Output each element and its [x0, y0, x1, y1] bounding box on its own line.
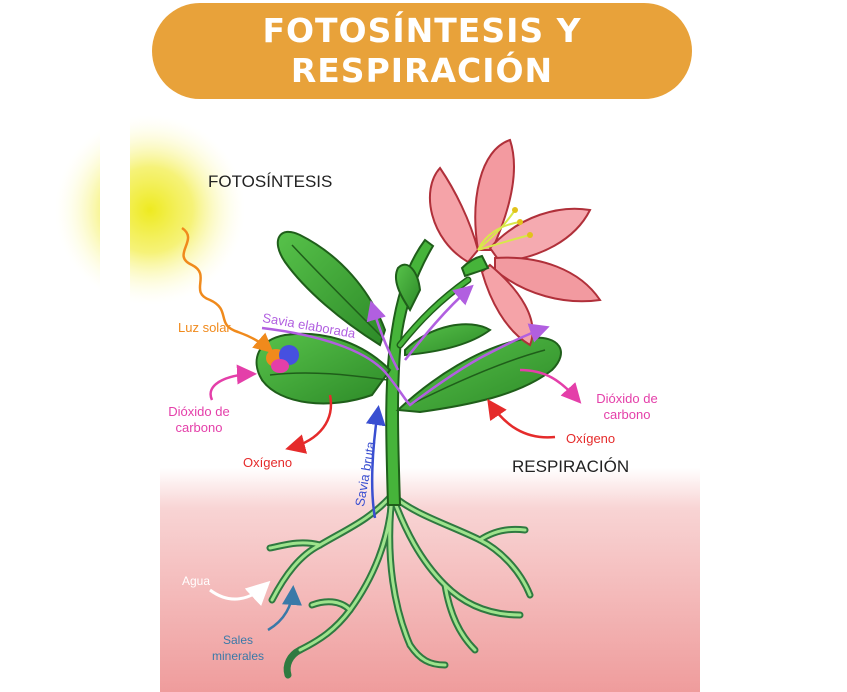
oxigeno-left-arrow	[285, 394, 333, 454]
flower	[428, 138, 602, 347]
title-line-1: FOTOSÍNTESIS Y	[262, 11, 582, 50]
sun	[55, 110, 260, 330]
dioxido-left-arrow	[209, 364, 257, 401]
chloroplast	[266, 345, 299, 373]
leaf-upper-left	[276, 230, 387, 347]
savia-bruta-arrow	[365, 405, 386, 519]
label-respiracion: RESPIRACIÓN	[512, 457, 630, 476]
title-banner: FOTOSÍNTESIS Y RESPIRACIÓN	[152, 3, 692, 99]
savia-elaborada-arrow	[261, 323, 550, 407]
soil	[160, 468, 700, 692]
roots-inner	[268, 493, 532, 667]
sales-arrow	[267, 585, 302, 632]
label-oxigeno-left: Oxígeno	[243, 455, 293, 470]
luz-solar-arrow	[181, 226, 274, 354]
label-dioxido-right: Dióxido de carbono	[596, 391, 658, 422]
stem	[385, 238, 435, 506]
leaf-mid	[404, 323, 492, 357]
label-agua: Agua	[182, 574, 211, 588]
agua-arrow	[209, 580, 271, 607]
leaf-right	[395, 336, 562, 414]
label-fotosintesis: FOTOSÍNTESIS	[208, 172, 333, 191]
oxigeno-right-arrow	[487, 398, 556, 439]
label-luz-solar: Luz solar	[178, 320, 231, 335]
label-oxigeno-right: Oxígeno	[566, 431, 616, 446]
dioxido-right-arrow	[519, 368, 582, 404]
leaf-small	[394, 263, 422, 312]
label-sales-minerales: Sales minerales	[211, 633, 265, 663]
title-line-2: RESPIRACIÓN	[290, 51, 554, 90]
label-dioxido-left: Dióxido de carbono	[168, 404, 230, 435]
